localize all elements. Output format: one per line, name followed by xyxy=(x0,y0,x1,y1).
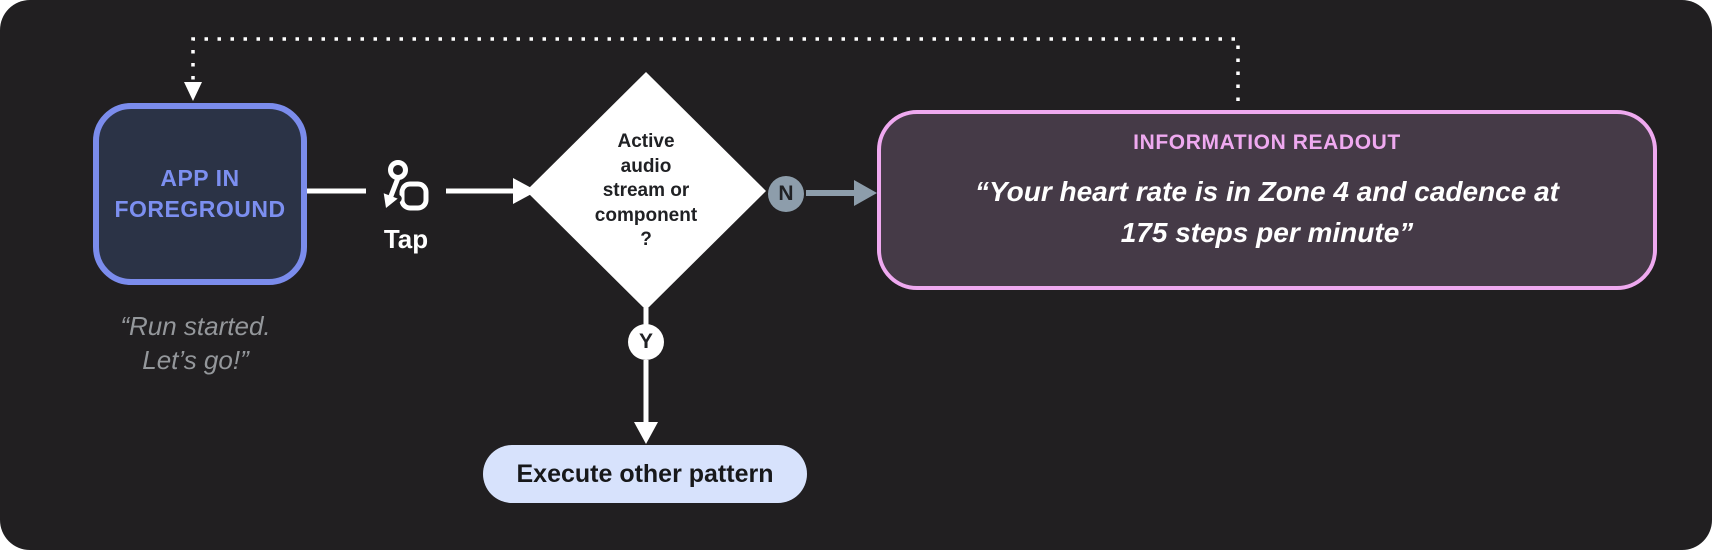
decision-diamond xyxy=(526,72,766,310)
decision-label: Active audio stream or component ? xyxy=(594,131,698,250)
feedback-arrowhead xyxy=(184,82,202,101)
yes-to-pill-arrowhead xyxy=(634,422,658,444)
node-information-readout: INFORMATION READOUT “Your heart rate is … xyxy=(877,110,1657,290)
app-node-voice-caption: “Run started. Let’s go!” xyxy=(120,311,271,375)
branch-no-badge: N xyxy=(768,176,804,212)
tap-to-decision-arrowhead xyxy=(513,178,537,204)
node-execute-other-pattern: Execute other pattern xyxy=(483,445,807,503)
feedback-dotted-path xyxy=(191,37,1240,101)
tap-label: Tap xyxy=(383,224,429,254)
branch-yes-badge: Y xyxy=(628,324,664,360)
no-to-readout-arrowhead xyxy=(854,180,877,206)
pill-label: Execute other pattern xyxy=(516,459,774,488)
node-app-in-foreground: APP IN FOREGROUND xyxy=(93,103,307,285)
readout-title: INFORMATION READOUT xyxy=(1133,131,1401,154)
app-node-label: APP IN FOREGROUND xyxy=(114,164,286,222)
readout-quote: “Your heart rate is in Zone 4 and cadenc… xyxy=(974,176,1560,248)
tap-gesture-icon xyxy=(379,160,429,212)
